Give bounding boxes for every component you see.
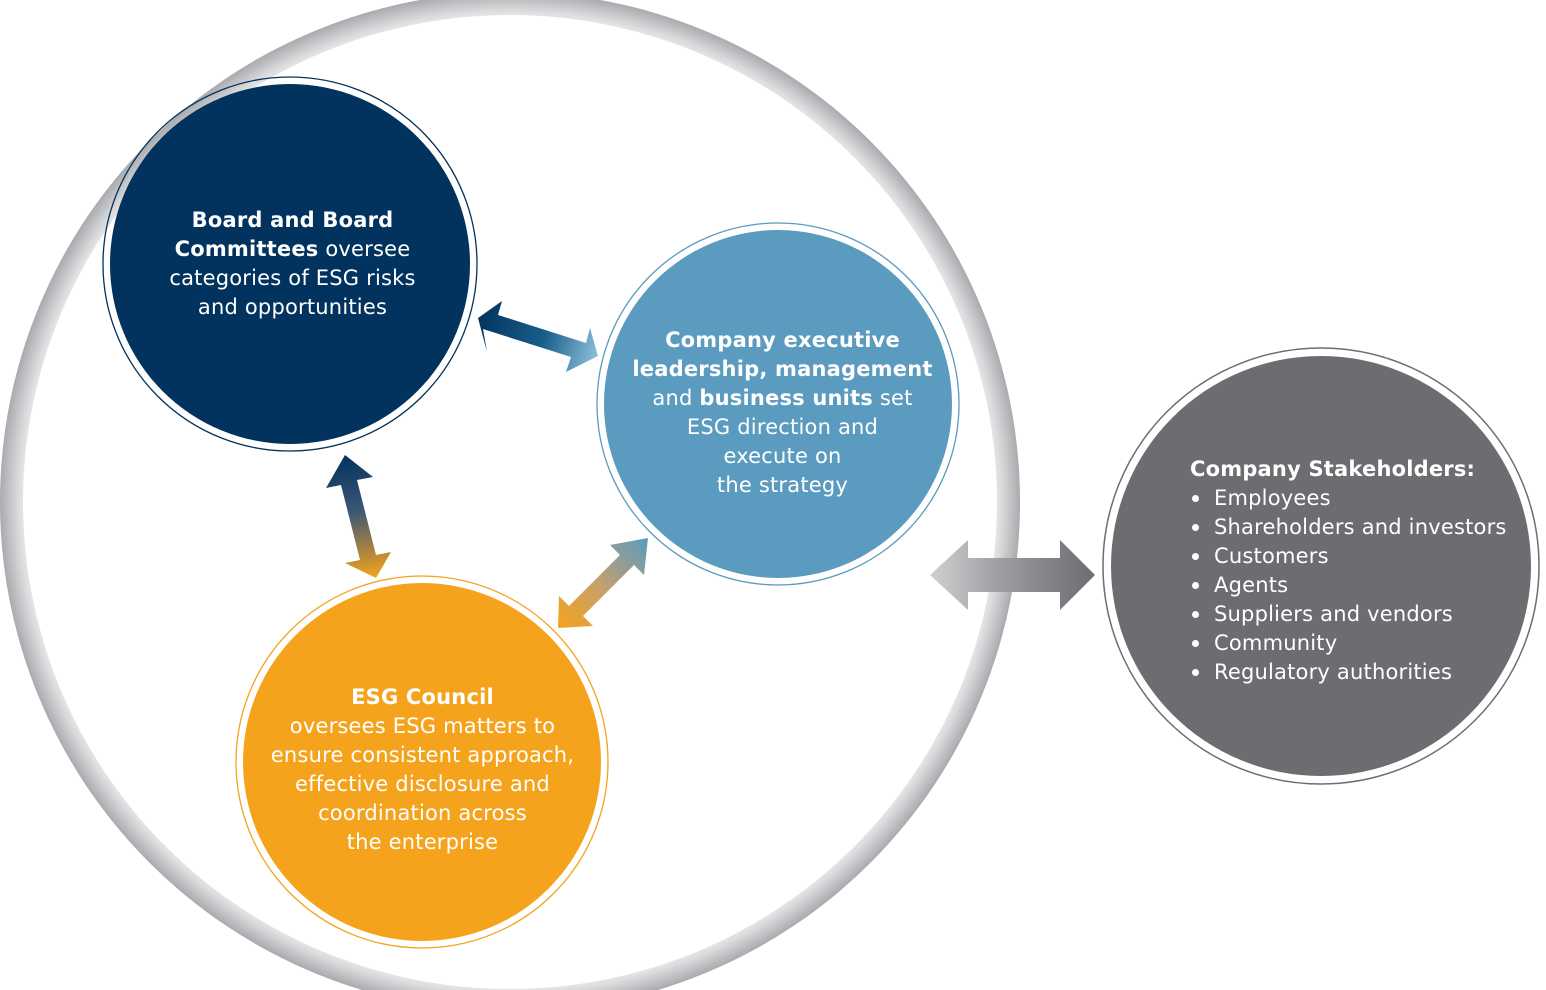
executive-line-3: and business units set — [610, 384, 955, 413]
board-line-2: Committees oversee — [140, 235, 445, 264]
council-circle-outline — [235, 575, 609, 949]
board-line-4: and opportunities — [197, 295, 388, 319]
stakeholder-item-agents: Agents — [1190, 571, 1530, 600]
board-line-2-rest: oversee — [318, 237, 411, 261]
council-line-5: coordination across — [318, 801, 527, 825]
board-circle — [110, 84, 470, 444]
executive-line-5: execute on — [723, 444, 842, 468]
executive-line-3-rest: set — [873, 386, 913, 410]
executive-circle-outline — [596, 222, 960, 586]
stakeholder-item-regulators: Regulatory authorities — [1190, 658, 1530, 687]
executive-line-4: ESG direction and — [686, 415, 879, 439]
board-text: Board and Board Committees oversee categ… — [140, 206, 445, 322]
stakeholders-title: Company Stakeholders: — [1190, 457, 1476, 481]
board-line-3: categories of ESG risks — [169, 266, 416, 290]
executive-title-line-2: leadership, management — [632, 357, 933, 381]
executive-business-units: business units — [699, 386, 874, 410]
stakeholder-item-employees: Employees — [1190, 484, 1530, 513]
council-line-4: effective disclosure and — [295, 772, 550, 796]
stakeholders-list: Employees Shareholders and investors Cus… — [1190, 484, 1530, 687]
arrow-board-executive — [478, 301, 598, 372]
stakeholder-circle-outline — [1102, 347, 1540, 785]
council-circle — [243, 583, 601, 941]
council-title: ESG Council — [351, 685, 494, 709]
executive-line-3-pre: and — [652, 386, 700, 410]
board-circle-outline — [102, 76, 478, 452]
arrow-council-executive — [558, 538, 648, 628]
arrow-organization-stakeholders — [930, 540, 1095, 610]
stakeholder-circle — [1111, 356, 1531, 776]
council-line-2: oversees ESG matters to — [289, 714, 556, 738]
stakeholder-item-community: Community — [1190, 629, 1530, 658]
executive-text: Company executive leadership, management… — [610, 326, 955, 500]
executive-title-line-1: Company executive — [665, 328, 900, 352]
stakeholder-item-shareholders: Shareholders and investors — [1190, 513, 1530, 542]
stakeholder-item-customers: Customers — [1190, 542, 1530, 571]
board-title-line-1: Board and Board — [191, 208, 394, 232]
executive-circle — [604, 230, 952, 578]
council-text: ESG Council oversees ESG matters to ensu… — [255, 683, 590, 857]
stakeholders-text: Company Stakeholders: Employees Sharehol… — [1190, 455, 1530, 687]
stakeholder-item-suppliers: Suppliers and vendors — [1190, 600, 1530, 629]
executive-line-6: the strategy — [716, 473, 849, 497]
board-title-line-2: Committees — [174, 237, 319, 261]
arrow-board-council — [326, 455, 391, 578]
council-line-6: the enterprise — [346, 830, 499, 854]
council-line-3: ensure consistent approach, — [270, 743, 575, 767]
